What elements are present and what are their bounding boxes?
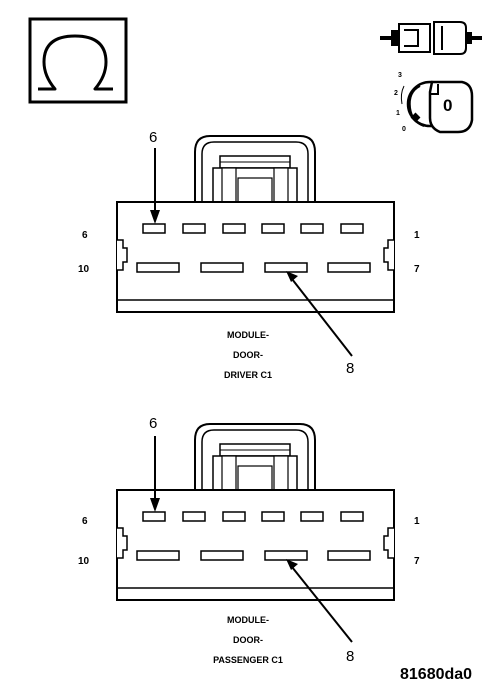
cavity-7: [327, 550, 371, 561]
ohm-icon: [28, 17, 128, 104]
ignition-position-3: 3: [398, 72, 402, 79]
connector-driver-c1: [116, 135, 395, 357]
connector-passenger-c1: [116, 423, 395, 643]
connector-disconnected-icon: [380, 21, 482, 55]
row2-left-label: 10: [78, 556, 90, 567]
caption-line: DRIVER C1: [223, 370, 272, 380]
cavity-10: [136, 550, 180, 561]
row1-right-label: 1: [414, 230, 420, 241]
callout-bottom: 8: [346, 648, 355, 665]
callout-top: 6: [149, 129, 158, 146]
cavity-6: [142, 223, 166, 234]
row2-left-label: 10: [78, 264, 90, 275]
row1-left-label: 6: [82, 230, 88, 241]
cavity-8: [264, 550, 308, 561]
row1-left-label: 6: [82, 516, 88, 527]
caption-line: DOOR-: [233, 350, 263, 360]
row1-right-label: 1: [414, 516, 420, 527]
ignition-key-off-icon: [400, 80, 474, 134]
cavity-1: [340, 223, 364, 234]
ignition-position-2: 2: [394, 90, 398, 97]
cavity-1: [340, 511, 364, 522]
caption-line: MODULE-: [227, 330, 269, 340]
cavity-6: [142, 511, 166, 522]
cavity-8: [264, 262, 308, 273]
callout-bottom: 8: [346, 360, 355, 377]
callout-top: 6: [149, 415, 158, 432]
row2-right-label: 7: [414, 556, 420, 567]
ignition-key-digit: 0: [443, 96, 453, 115]
caption-line: PASSENGER C1: [213, 655, 283, 665]
caption-line: DOOR-: [233, 635, 263, 645]
row2-right-label: 7: [414, 264, 420, 275]
connector-caption: MODULE- DOOR- DRIVER C1: [168, 325, 328, 385]
ignition-position-1: 1: [396, 110, 400, 117]
cavity-7: [327, 262, 371, 273]
caption-line: MODULE-: [227, 615, 269, 625]
ignition-position-0: 0: [402, 126, 406, 133]
connector-caption: MODULE- DOOR- PASSENGER C1: [168, 610, 328, 670]
cavity-10: [136, 262, 180, 273]
figure-id: 81680da0: [400, 666, 473, 683]
